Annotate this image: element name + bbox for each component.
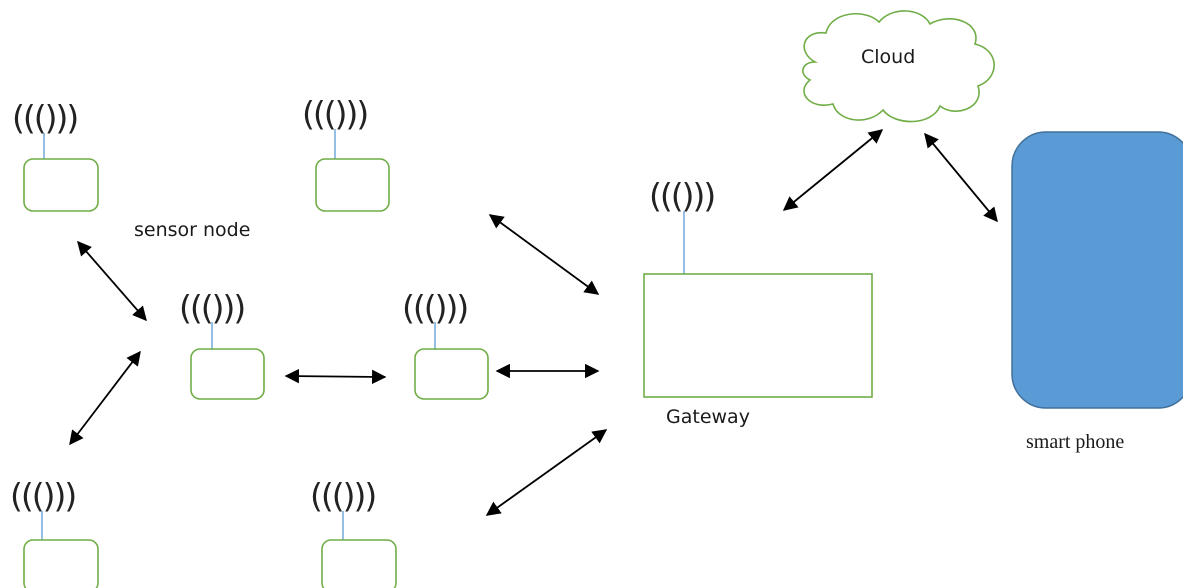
antenna-icon: ((())) <box>179 288 244 327</box>
gateway-box <box>643 273 873 398</box>
antenna-icon: ((())) <box>310 476 375 515</box>
sensor-node-1: ((())) <box>12 98 99 212</box>
sensor-node-5: ((())) <box>10 476 99 588</box>
antenna-icon: ((())) <box>649 176 714 215</box>
sensor-node-box <box>414 348 489 400</box>
sensor-node-box <box>23 158 99 212</box>
antenna-icon: ((())) <box>402 288 467 327</box>
connections <box>69 129 998 516</box>
sensor-node-label: sensor node <box>134 219 250 241</box>
sensor-node-4: ((())) <box>402 288 489 400</box>
cloud-icon <box>802 10 995 123</box>
double-arrow-icon <box>284 368 387 385</box>
smart-phone-label: smart phone <box>1026 431 1124 453</box>
smart-phone: smart phone <box>1011 131 1183 453</box>
sensor-node-box <box>321 539 397 588</box>
gateway-label: Gateway <box>666 406 750 428</box>
double-arrow-icon <box>488 214 600 295</box>
double-arrow-icon <box>485 429 608 516</box>
double-arrow-icon <box>77 240 147 322</box>
cloud-label: Cloud <box>861 46 915 68</box>
sensor-node-box <box>190 348 265 400</box>
cloud: Cloud <box>802 10 995 123</box>
double-arrow-icon <box>924 132 998 223</box>
sensor-node-3: ((())) <box>179 288 265 400</box>
sensor-node-box <box>23 539 99 588</box>
antenna-icon: ((())) <box>12 98 77 137</box>
double-arrow-icon <box>69 350 141 446</box>
smartphone-icon <box>1011 131 1183 409</box>
antenna-icon: ((())) <box>10 476 75 515</box>
sensor-node-6: ((())) <box>310 476 397 588</box>
sensor-node-2: ((())) <box>302 94 390 212</box>
double-arrow-icon <box>782 129 884 211</box>
gateway: ((())) Gateway <box>643 176 873 428</box>
sensor-node-box <box>315 158 390 212</box>
antenna-icon: ((())) <box>302 94 367 133</box>
